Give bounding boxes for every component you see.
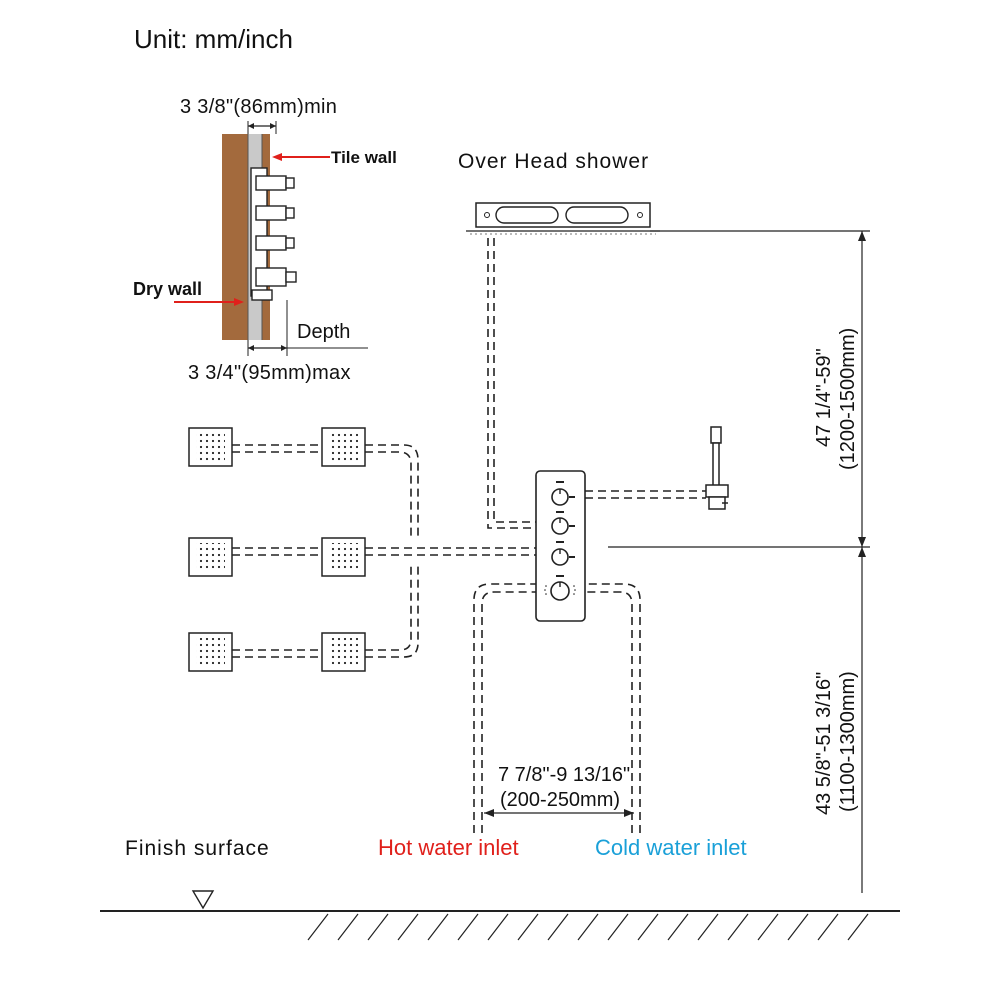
valve-height-inches: 43 5/8"-51 3/16" [813, 671, 835, 815]
overhead-shower [466, 202, 660, 235]
unit-title: Unit: mm/inch [134, 24, 293, 54]
inlet-spacing-mm: (200-250mm) [500, 789, 621, 811]
pipework [232, 238, 706, 833]
dry-wall-label: Dry wall [133, 279, 203, 299]
hand-shower [705, 426, 729, 510]
hot-water-inlet-label: Hot water inlet [378, 835, 519, 860]
inlet-spacing-dimension [484, 809, 634, 817]
valve-knob [551, 488, 569, 506]
body-jet [321, 632, 366, 672]
height-dimensions [608, 230, 870, 893]
control-valve-panel [535, 470, 586, 622]
depth-label: Depth [297, 321, 351, 343]
finish-surface-label: Finish surface [125, 837, 270, 860]
shower-height-mm: (1200-1500mm) [837, 327, 859, 470]
body-jet [321, 537, 366, 577]
min-depth-dimension: 3 3/8"(86mm)min [180, 96, 338, 118]
wall-cross-section [174, 121, 368, 356]
overhead-shower-label: Over Head shower [458, 150, 650, 173]
dry-wall-stud [222, 134, 248, 340]
body-spray-jets [188, 427, 366, 672]
tile-wall-label: Tile wall [331, 148, 397, 167]
thermostat-knob [544, 581, 576, 601]
body-jet [188, 537, 233, 577]
level-marker-icon [191, 890, 215, 910]
valve-side-view [250, 167, 297, 301]
valve-height-mm: (1100-1300mm) [837, 671, 859, 812]
finish-floor [100, 890, 900, 941]
shower-height-inches: 47 1/4"-59" [813, 348, 835, 447]
cold-water-inlet-label: Cold water inlet [595, 835, 747, 860]
max-depth-dimension: 3 3/4"(95mm)max [188, 362, 351, 384]
body-jet [188, 632, 233, 672]
valve-knob [551, 548, 569, 566]
valve-knob [551, 517, 569, 535]
inlet-spacing-inches: 7 7/8"-9 13/16" [498, 764, 631, 786]
body-jet [188, 427, 233, 467]
body-jet [321, 427, 366, 467]
